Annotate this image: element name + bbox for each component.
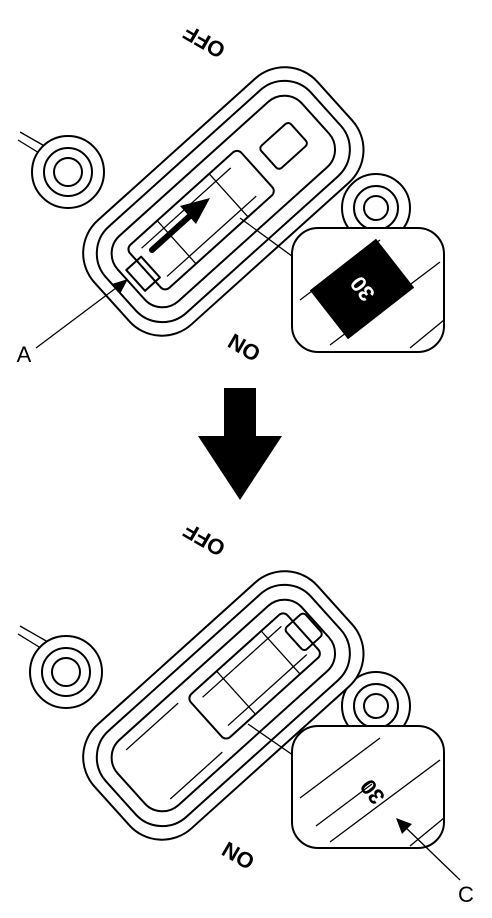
callout-A-leader (35, 281, 125, 349)
callout-A-label: A (17, 342, 32, 367)
bottom-left-boss (29, 635, 103, 709)
callout-C-arrowhead-icon (396, 818, 412, 834)
top-inset-leader (239, 217, 301, 263)
bottom-inset-box: 30 (291, 725, 445, 849)
top-inset-box: 30 (291, 227, 445, 353)
top-off-label: OFF (179, 20, 230, 64)
callout-C-label: C (458, 882, 474, 907)
callout-C-leader (399, 821, 461, 881)
bottom-off-label: OFF (179, 518, 230, 562)
bottom-on-label: ON (218, 836, 259, 874)
bottom-switch-housing (82, 570, 365, 841)
top-left-boss (31, 135, 105, 209)
bottom-panel: 30 OFF ON C (17, 518, 474, 907)
callout-A-arrowhead-icon (112, 279, 128, 294)
down-arrow-icon (198, 388, 282, 500)
slide-direction-arrow-icon (149, 198, 210, 253)
top-panel: 30 OFF ON A (17, 20, 445, 367)
top-right-boss (341, 173, 411, 243)
top-on-label: ON (224, 328, 265, 366)
